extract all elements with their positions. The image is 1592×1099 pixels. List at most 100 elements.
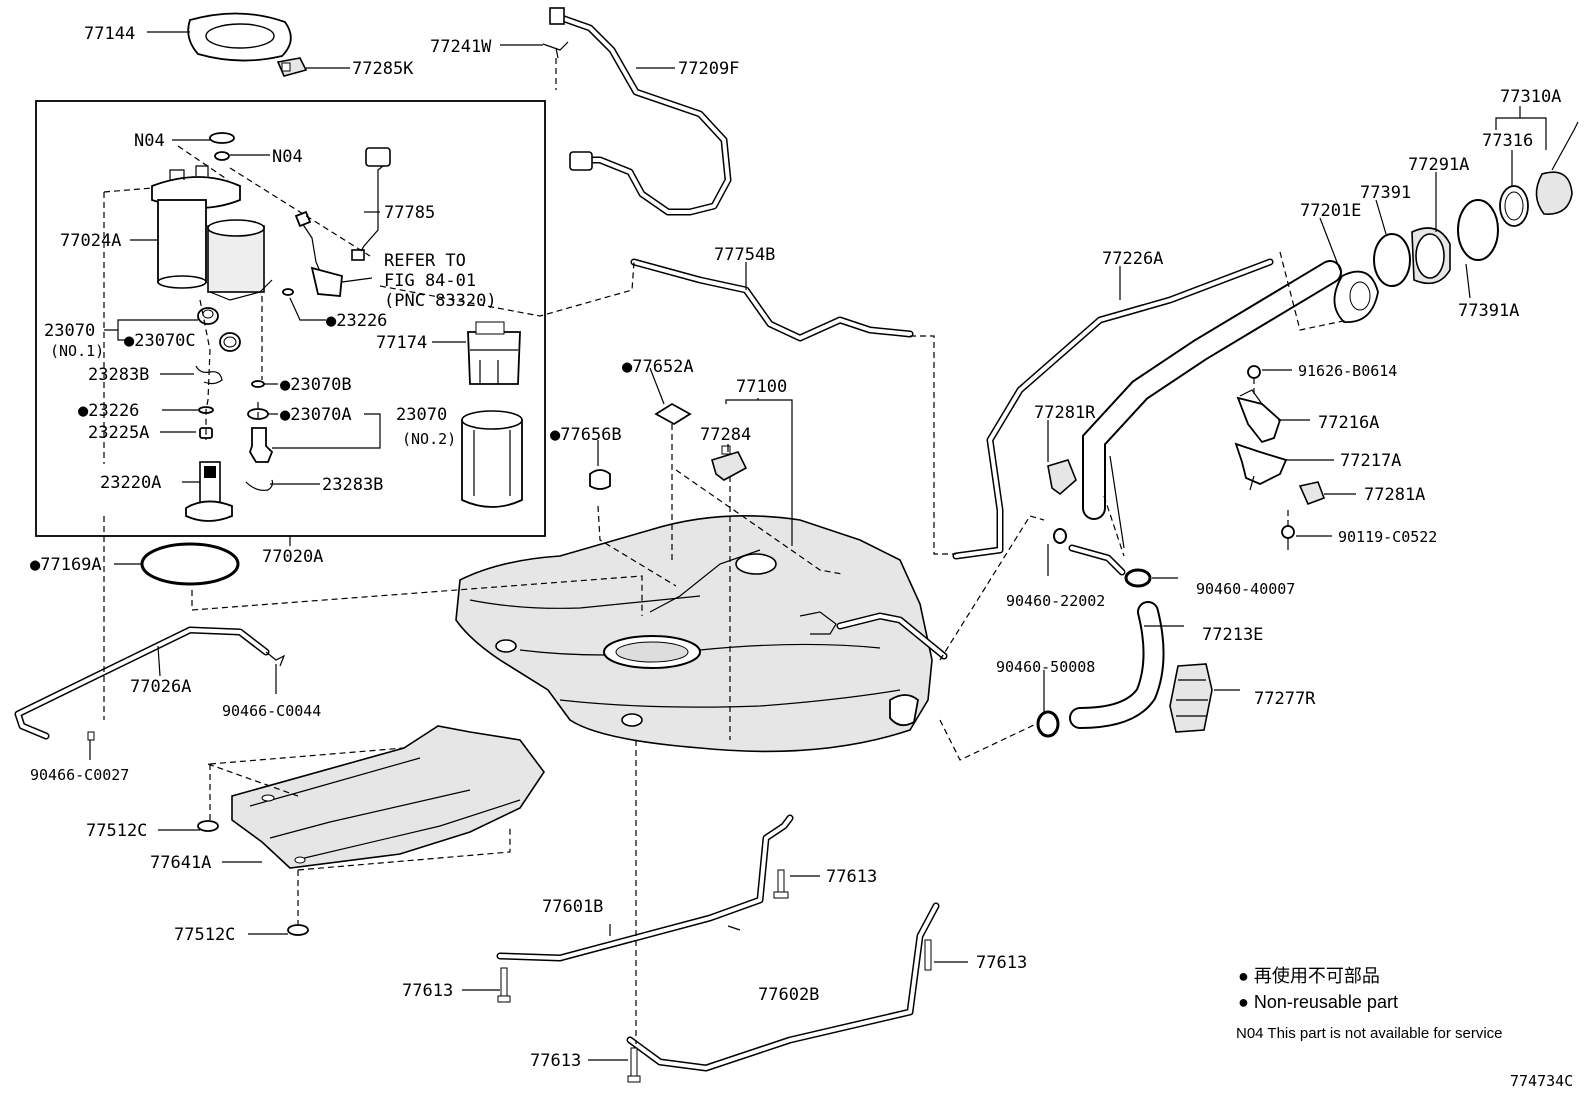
label-77201E: 77201E (1300, 201, 1361, 221)
part-23070C-oring (219, 332, 241, 352)
part-90460-40007-clamp (1124, 568, 1152, 588)
part-77209F-hose (549, 7, 732, 216)
part-23070C-sleeve (197, 307, 219, 325)
label-no2: (NO.2) (402, 430, 456, 448)
label-77391: 77391 (1360, 183, 1411, 203)
part-77641A-heat-shield (231, 725, 545, 869)
part-77512C-clip-upper (197, 820, 219, 832)
label-23225A: 23225A (88, 423, 149, 443)
part-90460-50008-clamp (1036, 710, 1060, 738)
legend-non-reusable-en: ● Non-reusable part (1238, 992, 1398, 1012)
part-77613-bolt-d (627, 1047, 641, 1083)
part-77613-bolt-b (497, 967, 511, 1003)
part-77785-fuel-sender (351, 147, 391, 261)
part-77144-retainer-ring (187, 12, 292, 62)
label-23070A: ●23070A (280, 405, 352, 425)
part-91626-B0614-bolt (1247, 365, 1261, 379)
label-77100: 77100 (736, 377, 787, 397)
part-77174-bracket (467, 321, 521, 385)
part-77613-bolt-c (924, 939, 932, 971)
label-77613-b: 77613 (402, 981, 453, 1001)
part-77316-cap-ring (1499, 185, 1529, 227)
part-77100-fuel-tank (455, 514, 948, 753)
label-77316: 77316 (1482, 131, 1533, 151)
label-90460-50008: 90460-50008 (996, 658, 1095, 676)
label-77213E: 77213E (1202, 625, 1263, 645)
label-77613-a: 77613 (826, 867, 877, 887)
label-77216A: 77216A (1318, 413, 1379, 433)
part-77024A-fuel-pump-body (151, 165, 273, 301)
label-90466-C0044: 90466-C0044 (222, 702, 321, 720)
label-90119-C0522: 90119-C0522 (1338, 528, 1437, 546)
label-N04-a: N04 (134, 131, 165, 151)
label-90460-22002: 90460-22002 (1006, 592, 1105, 610)
label-77641A: 77641A (150, 853, 211, 873)
part-77285K-connector (276, 57, 308, 77)
label-77241W: 77241W (430, 37, 492, 57)
label-77656B: ●77656B (550, 425, 622, 445)
part-77310A-fuel-cap (1535, 121, 1579, 215)
label-N04-b: N04 (272, 147, 303, 167)
label-77169A: ●77169A (30, 555, 102, 575)
part-23226-washer-upper (282, 288, 294, 296)
part-77512C-clip-lower (287, 924, 309, 936)
part-77291A-filler-neck (1411, 227, 1451, 285)
part-77216A-bracket (1236, 389, 1282, 444)
part-77226A-breather-pipe (952, 258, 1274, 560)
label-77613-c: 77613 (976, 953, 1027, 973)
label-23070B: ●23070B (280, 375, 352, 395)
part-23283B-clip-upper (195, 365, 223, 385)
label-77391A: 77391A (1458, 301, 1519, 321)
part-77613-bolt-a (773, 869, 789, 899)
label-77281A: 77281A (1364, 485, 1425, 505)
part-77241W-clip (542, 41, 569, 59)
part-N04-cap (214, 151, 230, 161)
label-77285K: 77285K (352, 59, 414, 79)
label-77024A: 77024A (60, 231, 121, 251)
label-77613-d: 77613 (530, 1051, 581, 1071)
part-77213E-inlet-hose (1069, 601, 1165, 729)
part-filter-housing (461, 410, 523, 508)
label-77785: 77785 (384, 203, 435, 223)
part-77284-valve (711, 445, 748, 481)
part-23220A-pump (185, 461, 233, 522)
label-23226-b: ●23226 (78, 401, 139, 421)
part-77169A-gasket (140, 542, 240, 586)
part-90119-C0522-bolt (1281, 525, 1295, 550)
label-77291A: 77291A (1408, 155, 1469, 175)
label-77652A: ●77652A (622, 357, 694, 377)
part-77391-oring (1373, 233, 1411, 287)
label-91626-B0614: 91626-B0614 (1298, 362, 1397, 380)
label-77144: 77144 (84, 24, 135, 44)
part-77281R-clip (1047, 459, 1077, 496)
part-77391A-gasket (1457, 199, 1499, 261)
part-77652A-pad (654, 402, 692, 426)
label-23070-b: 23070 (396, 405, 447, 425)
part-float-arm (294, 210, 343, 297)
label-77020A: 77020A (262, 547, 323, 567)
label-77226A: 77226A (1102, 249, 1163, 269)
label-no1: (NO.1) (50, 342, 104, 360)
label-fig-84-01: FIG 84-01 (384, 271, 476, 291)
label-23220A: 23220A (100, 473, 161, 493)
part-77281A-clip (1298, 481, 1326, 506)
label-77284: 77284 (700, 425, 751, 445)
part-77277R-protector (1169, 663, 1213, 733)
label-77754B: 77754B (714, 245, 775, 265)
label-77026A: 77026A (130, 677, 191, 697)
label-77310A: 77310A (1500, 87, 1561, 107)
part-77656B-plug (589, 469, 611, 490)
part-N04-gasket (209, 132, 235, 144)
part-77602B-strap (626, 902, 940, 1072)
leader-lines (89, 31, 1547, 1061)
part-77217A-bracket (1234, 442, 1288, 491)
label-refer-to: REFER TO (384, 251, 466, 271)
callout-labels: 77144 77285K 77241W 77209F N04 N04 77785… (30, 24, 1561, 1071)
part-23070B-oring (251, 380, 265, 388)
label-77217A: 77217A (1340, 451, 1401, 471)
label-23226-a: ●23226 (326, 311, 387, 331)
part-90460-22002-clamp (1053, 528, 1126, 576)
label-pnc-83320: (PNC 83320) (384, 291, 497, 311)
legend: ● 再使用不可部品 ● Non-reusable part N04 This p… (1236, 966, 1503, 1042)
